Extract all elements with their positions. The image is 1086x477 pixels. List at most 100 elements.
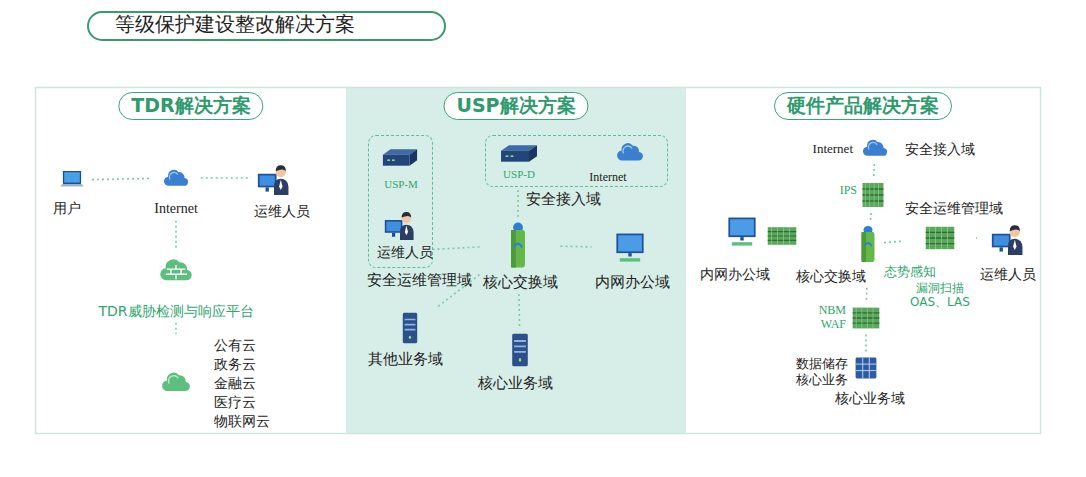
icon-node: NBMWAF	[816, 300, 883, 334]
node-label: Internet	[154, 201, 198, 218]
node-label: 运维人员	[377, 244, 433, 261]
node-label: 核心业务域	[835, 390, 905, 407]
title: 等级保护建设整改解决方案	[115, 12, 355, 36]
usp-device-icon	[383, 149, 417, 166]
icon-node: USP-D	[496, 140, 542, 184]
storage-icon	[856, 358, 877, 379]
dotted-connector	[433, 247, 480, 249]
dotted-connector	[92, 178, 151, 179]
icon-node: 用户	[50, 164, 92, 220]
node-label: 物联网云	[214, 413, 270, 430]
node-label: NBM	[819, 303, 846, 317]
title-tab	[88, 12, 445, 40]
node-label: 其他业务域	[368, 350, 443, 368]
icon-node: 数据储存 核心业务核心业务域	[791, 352, 908, 410]
node-label: 内网办公域	[595, 273, 670, 291]
dotted-connector	[976, 237, 977, 239]
free-label: 安全接入域	[905, 141, 975, 158]
node-label: 核心业务域	[478, 374, 553, 392]
node-label: 政务云	[214, 356, 256, 373]
cloud-icon	[863, 140, 887, 156]
node-label: IPS	[840, 183, 857, 197]
node-label: 数据储存 核心业务	[794, 356, 848, 387]
panel: USP解决方案安全运维管理域 USP-M 运维人员 安全接入域 USP-D Interne…	[346, 88, 686, 433]
server-icon	[512, 334, 528, 366]
node-label: 运维人员	[980, 266, 1036, 283]
dotted-connector	[175, 221, 177, 250]
icon-node: 运维人员	[977, 218, 1039, 286]
icon-node: Internet	[810, 132, 896, 164]
firewall-cloud-icon	[160, 259, 191, 280]
person-icon	[992, 225, 1023, 255]
dotted-connector	[870, 213, 872, 221]
icon-node: 核心业务域	[475, 329, 556, 395]
node-label: 用户	[53, 200, 81, 217]
dotted-connector	[865, 334, 867, 352]
icon-node: 运维人员	[251, 158, 313, 223]
panel-ground	[346, 88, 686, 433]
node-label: 金融云	[214, 375, 256, 392]
icon-node: 其他业务域	[365, 308, 446, 371]
panel-frame	[36, 88, 1041, 434]
group-box: 安全接入域USP-DInternet	[485, 135, 668, 187]
node-label: 内网办公域	[700, 266, 770, 283]
group-label: 安全接入域	[526, 190, 601, 208]
icon-node: 公有云政务云金融云医疗云物联网云	[152, 334, 273, 433]
person-icon	[258, 165, 289, 195]
node-label: TDR威胁检测与响应平台	[98, 303, 253, 320]
dotted-connector	[873, 164, 875, 177]
panel-heading: TDR解决方案	[118, 92, 263, 120]
icon-node: Internet	[586, 135, 652, 187]
dotted-connector	[884, 241, 904, 243]
node-label: USP-M	[384, 178, 418, 191]
scanner-device-icon	[926, 227, 955, 249]
free-label: 安全运维管理域	[905, 200, 1003, 217]
icon-node: 核心交换域	[793, 221, 884, 288]
node-label: USP-D	[503, 168, 535, 181]
security-device-icon	[768, 227, 797, 245]
cloud-icon	[162, 373, 190, 391]
free-label: 态势感知	[884, 264, 936, 280]
ips-device-icon	[863, 183, 884, 207]
node-label: 运维人员	[254, 203, 310, 220]
usp-device-icon	[501, 145, 537, 162]
node-label: 医疗云	[214, 394, 256, 411]
group-label: 安全运维管理域	[367, 271, 472, 289]
dotted-connector	[175, 323, 177, 334]
dotted-connector	[201, 177, 251, 179]
node-label: Internet	[589, 170, 626, 184]
panel: TDR解决方案用户 Internet 运维人员 TDR威胁检测与响应平台公有云政务云金…	[36, 88, 346, 433]
panel-heading: USP解决方案	[443, 92, 588, 120]
panel-heading: 硬件产品解决方案	[774, 92, 952, 120]
node-label: WAF	[821, 317, 846, 331]
core-switch-icon	[862, 226, 875, 262]
laptop-icon	[60, 171, 83, 187]
icon-node: Internet	[151, 162, 201, 221]
node-label: Internet	[813, 141, 853, 157]
icon-node: 运维人员	[374, 205, 436, 264]
node-label: 核心交换域	[483, 273, 558, 291]
icon-node: USP-M	[378, 144, 422, 194]
core-switch-icon	[511, 223, 525, 268]
icon-node: 内网办公域	[592, 228, 673, 294]
icon-node: IPS	[837, 177, 887, 213]
dotted-connector	[561, 245, 592, 247]
nbm-waf-device-icon	[853, 308, 880, 329]
cloud-icon	[164, 170, 188, 186]
icon-node: 内网办公域	[697, 212, 773, 286]
node-label: 漏洞扫描 OAS、LAS	[907, 281, 973, 310]
icon-node: TDR威胁检测与响应平台	[95, 250, 256, 323]
person-icon	[385, 212, 414, 240]
dotted-connector	[866, 288, 868, 300]
dotted-connector	[517, 187, 519, 217]
server-icon	[403, 313, 417, 344]
monitor-icon	[728, 218, 755, 246]
node-label: 公有云	[214, 337, 256, 354]
dotted-connector	[518, 294, 520, 329]
monitor-icon	[616, 234, 643, 262]
node-label: 核心交换域	[796, 268, 866, 285]
